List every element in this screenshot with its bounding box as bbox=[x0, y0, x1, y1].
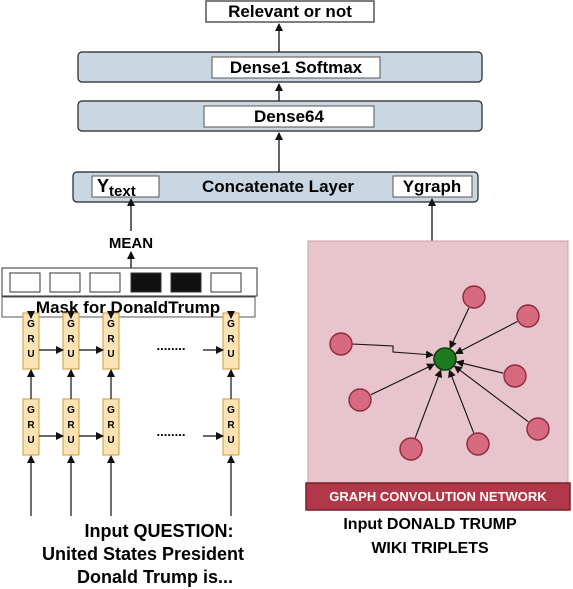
question-line-2: United States President bbox=[42, 544, 244, 564]
concatenate-layer bbox=[72, 171, 479, 203]
gru-letter: G bbox=[227, 319, 235, 330]
gru-letter: U bbox=[227, 435, 234, 446]
gru-letter: G bbox=[27, 319, 35, 330]
gru-letter: R bbox=[67, 420, 75, 431]
gru-cell: GRU bbox=[62, 312, 80, 370]
question-line-3: Donald Trump is... bbox=[77, 567, 233, 587]
gcn-node bbox=[348, 388, 372, 412]
gcn-node bbox=[462, 285, 486, 309]
mask-cell-empty bbox=[89, 272, 121, 293]
gcn-node bbox=[516, 304, 540, 328]
ytext-label: Ytext bbox=[97, 176, 136, 200]
gru-letter: U bbox=[67, 435, 74, 446]
gcn-edge bbox=[351, 343, 434, 359]
gru-stack: GRUGRUGRUGRU........GRUGRUGRUGRU........ bbox=[22, 311, 240, 516]
mean-label: MEAN bbox=[109, 235, 153, 252]
gru-ellipsis: ........ bbox=[157, 338, 186, 353]
mask-cell-empty bbox=[9, 272, 41, 293]
concatenate-label: Concatenate Layer bbox=[202, 177, 354, 196]
gru-letter: R bbox=[227, 334, 235, 345]
gru-letter: R bbox=[27, 420, 35, 431]
output-box bbox=[205, 0, 375, 23]
gru-letter: G bbox=[27, 405, 35, 416]
gru-cell: GRU bbox=[22, 312, 40, 370]
gcn-label: GRAPH CONVOLUTION NETWORK bbox=[329, 489, 547, 504]
ytext-sub: text bbox=[109, 183, 136, 200]
gcn-input-line-1: Input DONALD TRUMP bbox=[343, 516, 517, 533]
dense64-label: Dense64 bbox=[254, 107, 324, 126]
output-label: Relevant or not bbox=[228, 2, 352, 21]
mask-cell-filled bbox=[170, 272, 202, 293]
gru-letter: U bbox=[227, 349, 234, 360]
gcn-edge bbox=[370, 363, 436, 396]
ygraph-box bbox=[392, 175, 473, 198]
ytext-box bbox=[91, 175, 160, 198]
gru-cell: GRU bbox=[222, 398, 240, 456]
gcn-edge bbox=[455, 359, 504, 374]
gcn-node bbox=[526, 417, 550, 441]
gru-letter: G bbox=[227, 405, 235, 416]
gru-letter: G bbox=[67, 405, 75, 416]
mask-label-box bbox=[1, 296, 256, 318]
gcn-label-box bbox=[305, 482, 571, 511]
gru-letter: U bbox=[27, 435, 34, 446]
gcn-input-line-2: WIKI TRIPLETS bbox=[371, 540, 489, 557]
dense-softmax-label-box bbox=[211, 56, 381, 79]
dense64-label-box bbox=[203, 105, 375, 128]
gcn-node bbox=[503, 364, 527, 388]
question-line-1: Input QUESTION: bbox=[85, 521, 234, 541]
gru-letter: U bbox=[107, 349, 114, 360]
gcn-center-node bbox=[433, 347, 457, 371]
gru-letter: G bbox=[67, 319, 75, 330]
ygraph-label: Ygraph bbox=[403, 177, 462, 196]
gru-ellipsis: ........ bbox=[157, 424, 186, 439]
gcn-edge bbox=[448, 369, 475, 434]
mask-label: Mask for DonaldTrump bbox=[36, 298, 220, 317]
gru-cell: GRU bbox=[222, 312, 240, 370]
gru-cell: GRU bbox=[102, 312, 120, 370]
gru-letter: R bbox=[27, 334, 35, 345]
gcn-node bbox=[466, 432, 490, 456]
dense-softmax-label: Dense1 Softmax bbox=[230, 58, 363, 77]
gcn-node bbox=[399, 437, 423, 461]
gru-letter: U bbox=[27, 349, 34, 360]
gru-letter: U bbox=[107, 435, 114, 446]
mask-cell-empty bbox=[210, 272, 242, 293]
gcn-edge bbox=[449, 307, 470, 350]
gcn-edge bbox=[453, 365, 529, 423]
gcn-edge bbox=[454, 321, 518, 354]
gru-letter: R bbox=[67, 334, 75, 345]
mask-cell-filled bbox=[130, 272, 162, 293]
gru-cell: GRU bbox=[22, 398, 40, 456]
gru-cell: GRU bbox=[102, 398, 120, 456]
gru-letter: R bbox=[107, 420, 115, 431]
gcn-edge bbox=[414, 369, 443, 438]
gru-cell: GRU bbox=[62, 398, 80, 456]
gcn-graph bbox=[329, 285, 550, 461]
gcn-node bbox=[329, 332, 353, 356]
mask-cell-empty bbox=[49, 272, 81, 293]
gru-letter: U bbox=[67, 349, 74, 360]
mask-cells bbox=[9, 272, 242, 293]
gru-letter: R bbox=[227, 420, 235, 431]
gru-letter: G bbox=[107, 405, 115, 416]
gru-letter: R bbox=[107, 334, 115, 345]
gru-letter: G bbox=[107, 319, 115, 330]
ytext-main: Y bbox=[97, 176, 109, 196]
